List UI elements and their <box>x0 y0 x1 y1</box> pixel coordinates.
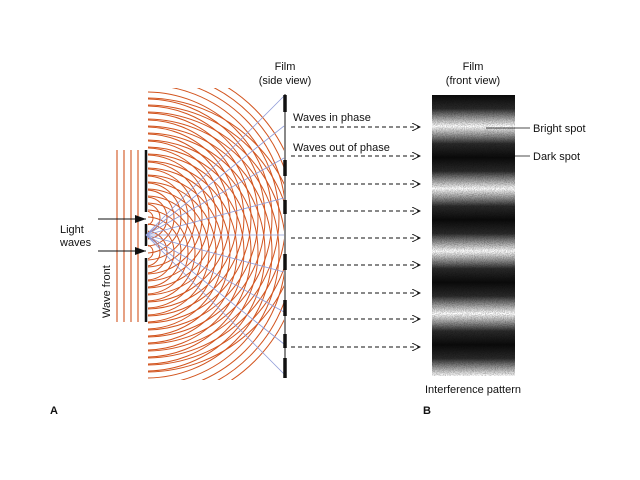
panel-label-b: B <box>423 405 431 417</box>
ray-line <box>145 157 285 236</box>
interference-pattern-label: Interference pattern <box>425 384 521 396</box>
film-front-title: Film <box>463 61 484 73</box>
ray-line <box>145 234 285 375</box>
projection-arrows <box>291 127 420 347</box>
ray-line <box>145 234 285 313</box>
interference-ray-lines <box>145 95 285 375</box>
dark-spot-label: Dark spot <box>533 151 580 163</box>
wave-arc <box>148 139 259 365</box>
bright-spot-label: Bright spot <box>533 123 586 135</box>
wave-arc <box>148 167 231 337</box>
wave-arc <box>148 126 238 310</box>
wave-arc <box>148 91 273 345</box>
incoming-wave-fronts <box>116 150 139 322</box>
wave-arc <box>148 181 217 323</box>
wave-arc <box>148 195 203 309</box>
wave-arc <box>148 209 189 295</box>
ray-line <box>145 95 285 236</box>
film-side-title: Film <box>275 61 296 73</box>
wave-arc <box>148 97 284 380</box>
wave-arc <box>148 104 284 380</box>
wave-arc <box>148 160 238 344</box>
wave-arc <box>148 175 189 261</box>
wave-arc <box>148 88 284 373</box>
wave-arc <box>148 118 280 380</box>
ray-line <box>145 197 285 236</box>
wave-arc <box>148 88 280 352</box>
wave-arc <box>148 111 284 380</box>
wave-arc <box>148 244 154 260</box>
wave-arc <box>148 168 196 268</box>
diffracted-wave-arcs <box>148 88 284 380</box>
wave-arc <box>148 210 154 226</box>
spot-pointers <box>486 127 530 157</box>
wave-arc <box>148 132 266 372</box>
waves-in-phase-label: Waves in phase <box>293 112 371 124</box>
wave-arc <box>148 98 266 338</box>
ray-line <box>145 234 285 345</box>
wave-arc <box>148 125 273 379</box>
wave-arc <box>148 112 252 324</box>
wave-front-label: Wave front <box>101 265 113 318</box>
film-side-subtitle: (side view) <box>259 75 312 87</box>
wave-arc <box>148 202 196 302</box>
light-wave-arrows <box>98 215 146 255</box>
waves-out-of-phase-label: Waves out of phase <box>293 142 390 154</box>
ray-line <box>145 125 285 236</box>
wave-arc <box>148 88 284 359</box>
wave-arc <box>148 153 245 351</box>
film-front-subtitle: (front view) <box>446 75 500 87</box>
light-waves-label-line1: Light <box>60 224 84 236</box>
light-waves-label-line2: waves <box>59 237 92 249</box>
wave-arc <box>148 174 224 330</box>
wave-arc <box>148 119 245 317</box>
wave-arc <box>148 161 203 275</box>
wave-arc <box>148 105 259 331</box>
panel-label-a: A <box>50 405 58 417</box>
ray-line <box>145 234 285 273</box>
wave-arc <box>148 88 284 366</box>
interference-pattern-panel <box>432 95 515 376</box>
wave-arc <box>148 146 252 358</box>
